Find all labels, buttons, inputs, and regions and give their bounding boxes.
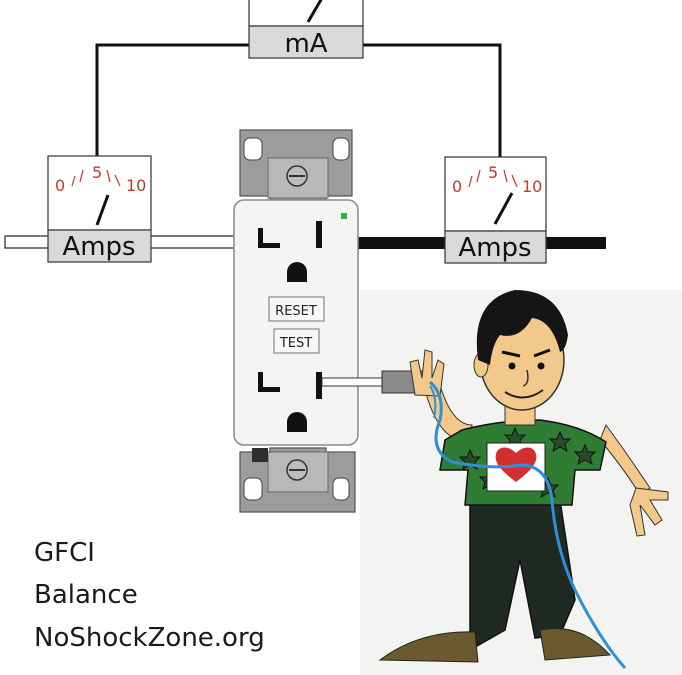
right-ammeter-scale-max: 10 — [522, 177, 542, 196]
left-eye — [508, 362, 516, 370]
right-ammeter-label: Amps — [458, 233, 531, 263]
left-ammeter-label: Amps — [62, 232, 135, 262]
pants — [469, 499, 576, 652]
right-arm — [599, 423, 651, 496]
caption-gfci: GFCI — [34, 538, 95, 568]
caption-balance: Balance — [34, 580, 138, 610]
upper-neutral-slot — [316, 221, 322, 248]
lower-hot-slot — [258, 372, 280, 392]
right-hand — [629, 487, 669, 537]
upper-ground-hole — [287, 262, 307, 282]
right-ammeter-scale-mid: 5 — [488, 163, 498, 182]
test-button[interactable] — [273, 328, 320, 354]
smile — [504, 389, 544, 399]
probe-rod — [321, 377, 385, 387]
left-hand — [409, 349, 445, 397]
left-ammeter-scale-max: 10 — [126, 176, 146, 195]
reset-button[interactable] — [268, 296, 325, 322]
right-eye — [537, 362, 545, 370]
right-shoe — [539, 627, 612, 661]
gfci-outlet: RESET TEST — [233, 129, 359, 513]
hair — [476, 290, 568, 365]
test-button-label: TEST — [279, 336, 312, 351]
milliammeter-label: mA — [284, 29, 327, 59]
left-ammeter-scale-mid: 5 — [92, 163, 102, 182]
outlet-face — [233, 199, 359, 446]
caption-site: NoShockZone.org — [34, 623, 265, 653]
left-ammeter-scale-min: 0 — [55, 176, 65, 195]
milliammeter-wires — [95, 43, 502, 160]
left-ammeter: 0 5 10 Amps — [47, 155, 152, 263]
upper-hot-slot — [258, 228, 280, 248]
right-ammeter-scale-min: 0 — [452, 177, 462, 196]
person — [378, 290, 669, 663]
lower-neutral-slot — [316, 372, 322, 399]
right-ammeter: 0 5 10 Amps — [444, 156, 547, 264]
left-shoe — [378, 631, 479, 663]
milliammeter: mA — [248, 0, 364, 59]
lower-ground-hole — [287, 412, 307, 432]
body-current-wire — [428, 380, 627, 669]
reset-button-label: RESET — [275, 304, 317, 319]
